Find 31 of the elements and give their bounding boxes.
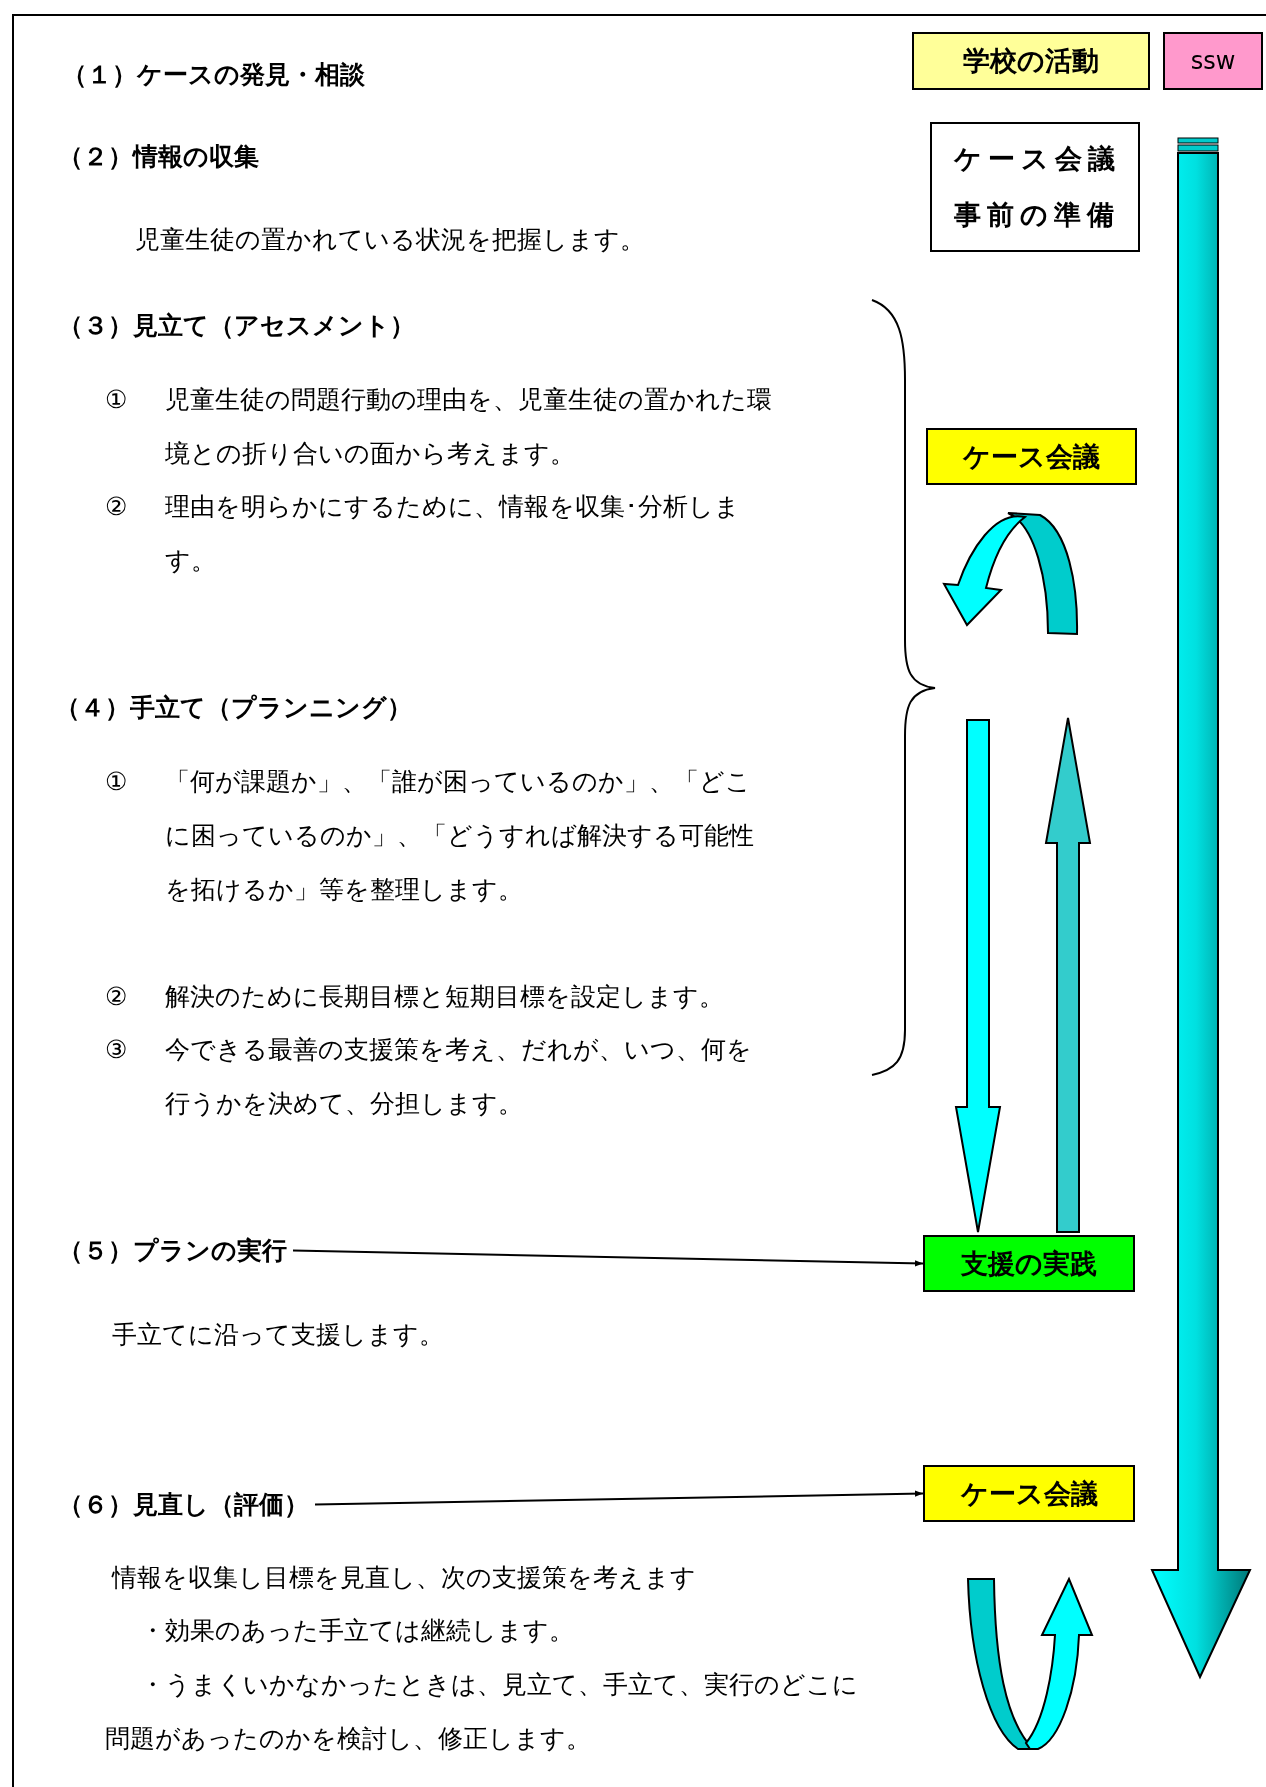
- step-text: 手立てに沿って支援します。: [112, 1320, 444, 1350]
- step-text: 「何が課題か」、「誰が困っているのか」、「どこに困っているのか」、「どうすれば解決する可能性を拓けるか」等を整理します。: [165, 767, 755, 905]
- step-text: 今できる最善の支援策を考え、だれが、いつ、何を行うかを決めて、分担します。: [165, 1035, 753, 1119]
- arrow: [314, 1490, 924, 1506]
- bullet-text: ・うまくいかなかったときは、見立て、手立て、実行のどこに問題があったのかを検討し、修正します。: [105, 1670, 859, 1754]
- step-heading: （４）手立て（プランニング）: [55, 692, 412, 724]
- step-heading: （６）見直し（評価）: [58, 1488, 309, 1521]
- activity-header: 学校の活動: [912, 32, 1150, 90]
- step-text: 情報を収集し目標を見直し、次の支援策を考えます: [112, 1563, 696, 1593]
- meeting-box: ケース会議: [923, 1465, 1135, 1522]
- step-heading: （３）見立て（アセスメント）: [58, 310, 415, 342]
- item-number: ①: [105, 385, 127, 415]
- item-number: ②: [105, 982, 127, 1012]
- step-text: 解決のために長期目標と短期目標を設定します。: [165, 982, 724, 1012]
- step-text: 児童生徒の問題行動の理由を、児童生徒の置かれた環境との折り合いの面から考えます。: [165, 385, 773, 469]
- preparation-box: ケース会議事前の準備: [930, 122, 1140, 252]
- step-heading: （２）情報の収集: [58, 141, 259, 173]
- step-heading: （５）プランの実行: [58, 1234, 287, 1267]
- item-number: ③: [105, 1035, 127, 1065]
- practice-box: 支援の実践: [923, 1235, 1135, 1292]
- item-number: ②: [105, 492, 127, 522]
- item-number: ①: [105, 767, 127, 797]
- role-header: ssw: [1163, 32, 1263, 90]
- block-arrow: [1044, 717, 1092, 1233]
- step-text: 理由を明らかにするために、情報を収集･分析します。: [165, 492, 741, 576]
- meeting-box: ケース会議: [926, 428, 1137, 485]
- arrow: [292, 1249, 924, 1267]
- step-heading: （１）ケースの発見・相談: [62, 59, 365, 91]
- bullet-text: ・効果のあった手立ては継続します。: [140, 1616, 574, 1646]
- block-arrow: [954, 719, 1002, 1233]
- step-text: 児童生徒の置かれている状況を把握します。: [135, 225, 645, 255]
